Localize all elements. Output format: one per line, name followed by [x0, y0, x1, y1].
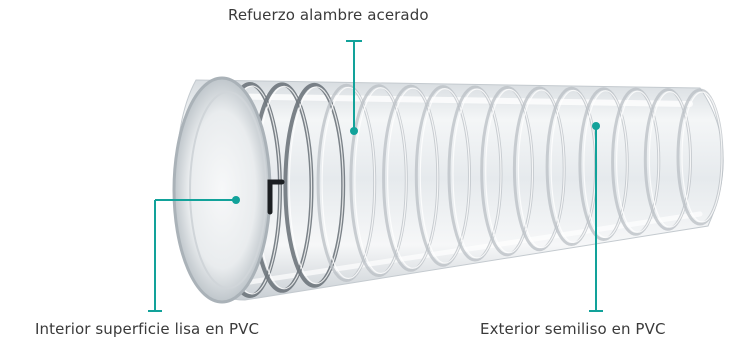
label-exterior: Exterior semiliso en PVC: [480, 320, 666, 338]
label-reinforcement: Refuerzo alambre acerado: [228, 6, 429, 24]
wire-turn-highlight: [452, 88, 502, 259]
wire-turn-highlight: [681, 91, 723, 223]
wire-turn-highlight: [321, 86, 376, 280]
hose-mouth-inner: [189, 91, 267, 289]
hose-highlight-top: [207, 93, 693, 107]
wire-turn-highlight: [517, 89, 565, 249]
callout-exterior: [589, 122, 603, 312]
callout-interior: [148, 196, 240, 312]
wire-turn-highlight: [387, 87, 439, 269]
callout-dot: [232, 196, 240, 204]
callout-reinforcement: [346, 40, 362, 135]
callout-dot: [350, 127, 358, 135]
wire-turn-highlight: [288, 86, 344, 285]
hose-mouth: [172, 76, 272, 304]
label-interior: Interior superficie lisa en PVC: [35, 320, 260, 338]
wire-turn-highlight: [419, 87, 471, 264]
wire-turn-highlight: [648, 90, 692, 228]
wire-turn-highlight: [583, 90, 628, 239]
wire-turn-highlight: [616, 90, 660, 233]
wire-end: [267, 179, 285, 215]
steel-wire-spiral: [218, 82, 724, 298]
callout-dot: [592, 122, 600, 130]
wire-turn-highlight: [354, 87, 407, 275]
wire-turn-highlight: [485, 88, 534, 254]
